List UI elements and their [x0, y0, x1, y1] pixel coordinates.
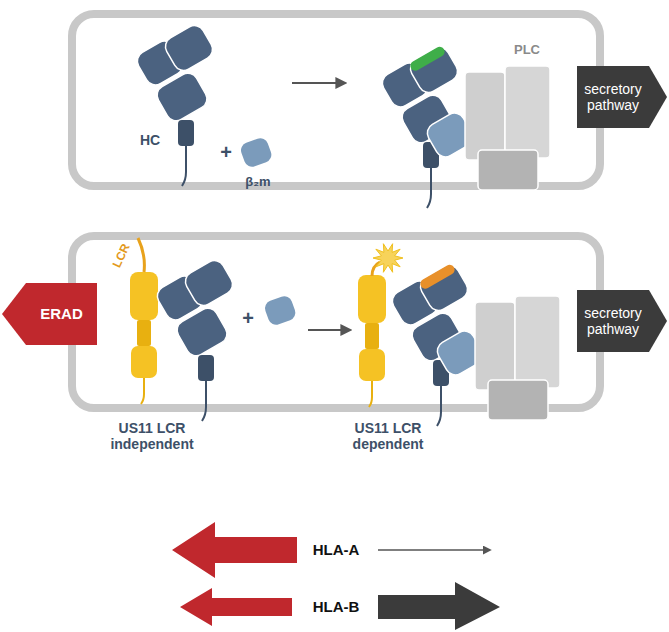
mhc-complex	[379, 44, 477, 208]
arrow-fill	[2, 283, 97, 345]
erad-arrow	[180, 588, 292, 626]
condition-label: US11 LCR dependent	[338, 420, 438, 452]
lcr-tail	[138, 238, 144, 272]
step-arrow	[308, 329, 350, 331]
b2m-protein	[239, 136, 274, 169]
arrow-label: ERAD	[40, 305, 83, 322]
heavy-chain	[134, 22, 217, 186]
heavy-chain	[154, 257, 237, 421]
erad-arrow: ERAD	[2, 283, 97, 345]
allele-label: HLA-B	[313, 598, 360, 615]
plc-complex	[475, 296, 560, 420]
arrow-fill	[577, 290, 667, 352]
mhc-complex	[389, 262, 487, 426]
complex-label: PLC	[514, 43, 540, 58]
us11-protein	[358, 275, 386, 407]
arrow-text-box: ERAD	[26, 283, 97, 345]
erad-arrow	[172, 522, 297, 578]
plus-sign: +	[242, 307, 254, 330]
allele-label: HLA-A	[313, 541, 360, 558]
arrow-label: secretory pathway	[579, 81, 647, 113]
region-label: LCR	[111, 242, 134, 270]
pathway-arrow: secretory pathway	[577, 66, 667, 128]
us11-protein	[130, 272, 158, 404]
b2m-protein	[263, 294, 298, 327]
interaction-burst	[373, 244, 403, 273]
secretory-arrow	[378, 582, 500, 630]
arrow-text-box: secretory pathway	[577, 290, 649, 352]
chain-label: β₂m	[245, 175, 270, 190]
arrow-fill	[577, 66, 667, 128]
secretory-arrow	[378, 549, 490, 551]
condition-label: US11 LCR independent	[97, 420, 207, 452]
plc-complex	[465, 66, 550, 190]
chain-label: HC	[140, 132, 160, 148]
plus-sign: +	[220, 141, 232, 164]
arrow-label: secretory pathway	[579, 305, 647, 337]
step-arrow	[292, 82, 345, 84]
arrow-text-box: secretory pathway	[577, 66, 649, 128]
burst-star	[373, 244, 403, 273]
pathway-arrow: secretory pathway	[577, 290, 667, 352]
